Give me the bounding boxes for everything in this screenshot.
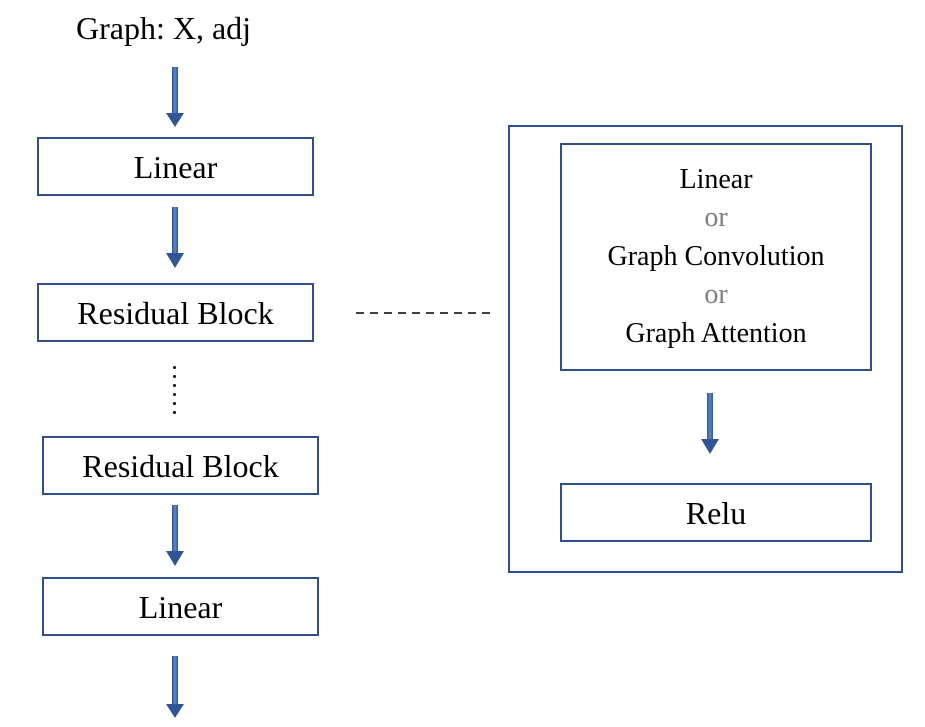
linear-bottom-box: Linear	[42, 577, 319, 636]
or-separator-2: or	[704, 279, 728, 311]
arrow-output	[166, 656, 184, 718]
or-separator-1: or	[704, 202, 728, 234]
option-linear: Linear	[679, 163, 753, 195]
option-graph-attention: Graph Attention	[625, 317, 807, 349]
option-graph-convolution: Graph Convolution	[607, 240, 825, 272]
linear-bottom-label: Linear	[138, 588, 223, 625]
residual-block-1-label: Residual Block	[77, 294, 274, 331]
residual-block-2-box: Residual Block	[42, 436, 319, 495]
relu-box: Relu	[560, 483, 872, 542]
linear-top-box: Linear	[37, 137, 314, 196]
ellipsis-vertical	[173, 366, 177, 414]
linear-top-label: Linear	[133, 148, 218, 185]
residual-block-2-label: Residual Block	[82, 447, 279, 484]
arrow-layer-to-relu	[701, 393, 719, 454]
relu-label: Relu	[685, 494, 747, 531]
residual-block-1-box: Residual Block	[37, 283, 314, 342]
layer-options-box: Linear or Graph Convolution or Graph Att…	[560, 143, 872, 371]
arrow-residual-to-linear	[166, 505, 184, 566]
residual-block-detail-frame	[508, 125, 903, 573]
arrow-input-to-linear	[166, 67, 184, 127]
input-label: Graph: X, adj	[76, 10, 252, 46]
arrow-linear-to-residual	[166, 207, 184, 268]
